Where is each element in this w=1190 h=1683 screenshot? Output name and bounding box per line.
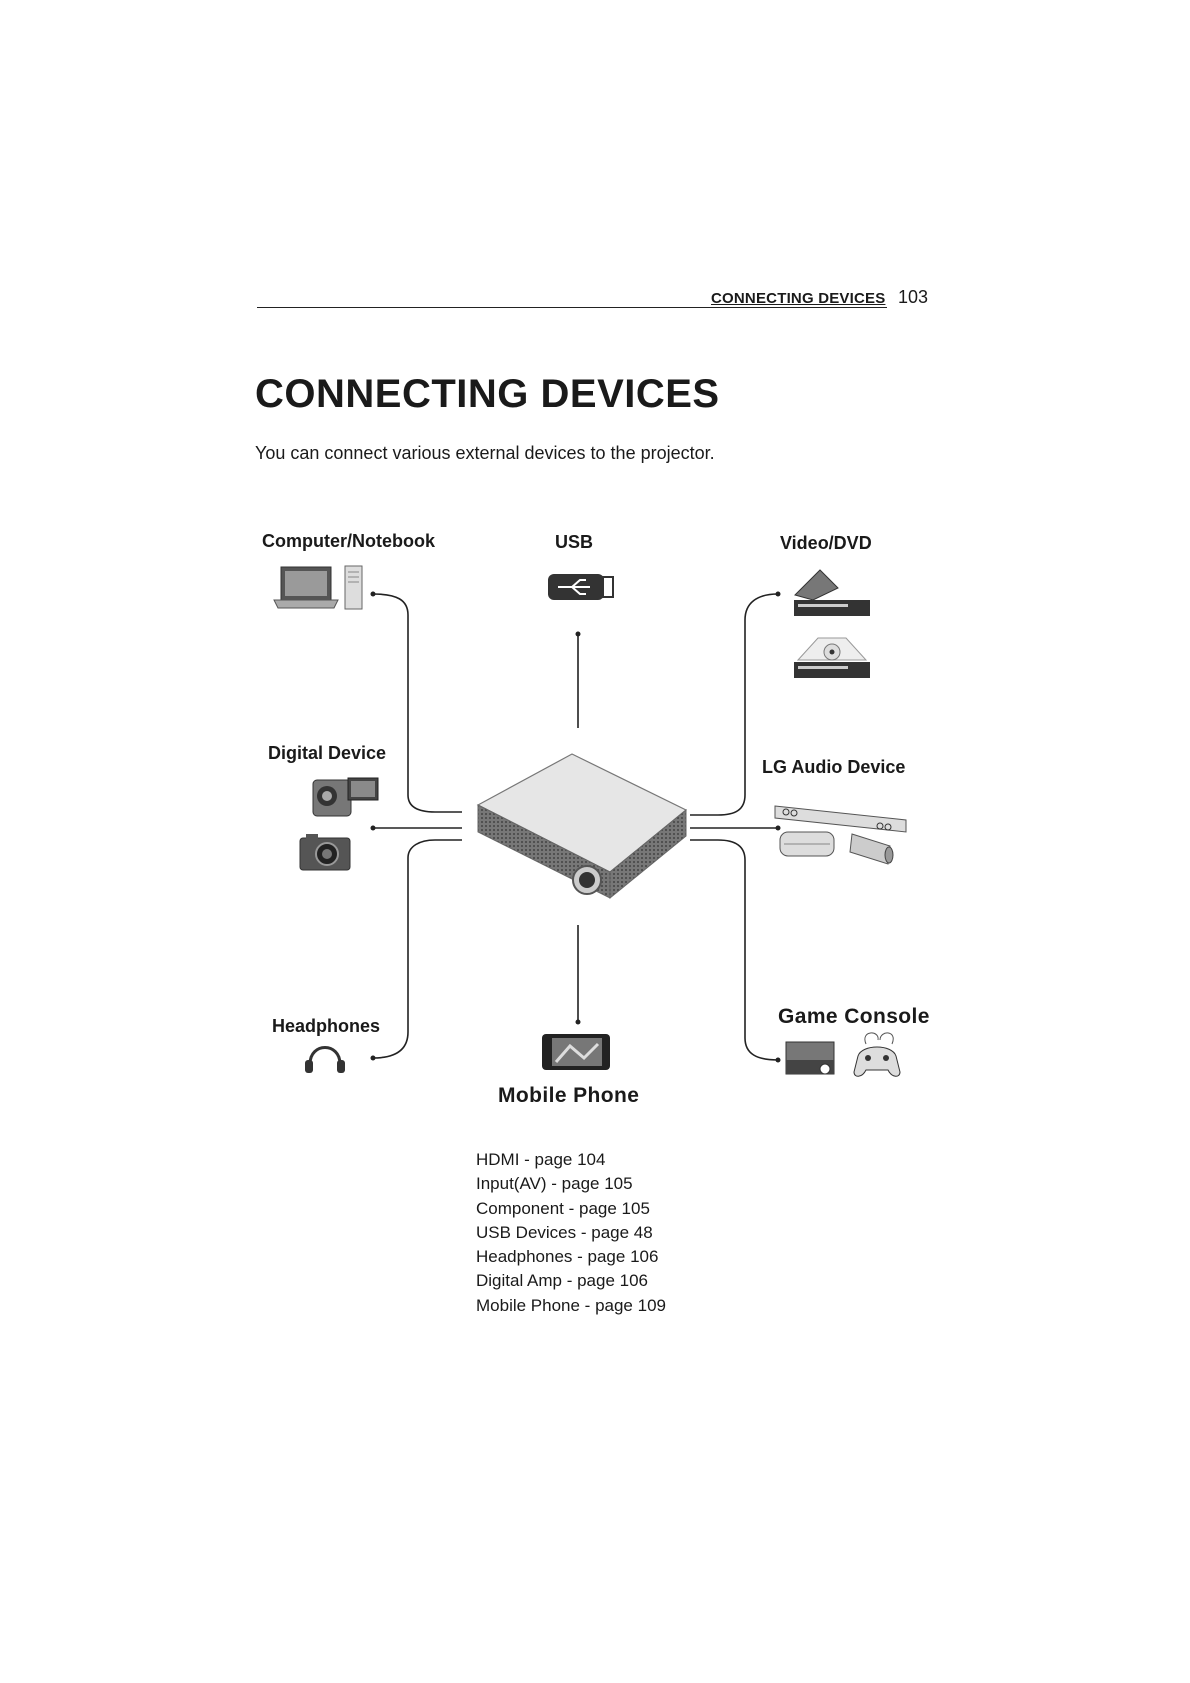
line-video	[690, 593, 779, 816]
page-number: 103	[898, 287, 929, 307]
page-reference-list: HDMI - page 104 Input(AV) - page 105 Com…	[476, 1148, 666, 1318]
speaker-icon	[779, 831, 894, 865]
connector-dots	[370, 591, 781, 1063]
connector-lines	[372, 593, 779, 1061]
line-game	[690, 839, 779, 1061]
desktop-tower-icon	[344, 565, 363, 610]
running-header: CONNECTING DEVICES	[711, 290, 886, 307]
camera-icon	[299, 834, 351, 871]
reference-item: HDMI - page 104	[476, 1150, 606, 1169]
intro-text: You can connect various external devices…	[255, 443, 715, 463]
page-title: CONNECTING DEVICES	[255, 372, 720, 416]
line-headphones	[372, 839, 462, 1059]
line-computer	[372, 593, 462, 813]
reference-item: Mobile Phone - page 109	[476, 1295, 666, 1315]
label-game-console: Game Console	[778, 1005, 930, 1028]
headphones-icon	[305, 1046, 345, 1073]
label-video-dvd: Video/DVD	[780, 533, 872, 553]
game-console-icon	[785, 1041, 835, 1075]
gamepad-icon	[853, 1032, 901, 1077]
label-headphones: Headphones	[272, 1016, 381, 1036]
laptop-icon	[273, 566, 339, 609]
label-digital-device: Digital Device	[268, 743, 387, 763]
label-computer-notebook: Computer/Notebook	[262, 531, 435, 551]
reference-item: Digital Amp - page 106	[476, 1271, 648, 1291]
projector-icon	[476, 753, 688, 900]
label-usb: USB	[555, 532, 594, 552]
usb-stick-icon	[548, 574, 614, 600]
reference-item: USB Devices - page 48	[476, 1222, 653, 1242]
disc-player-icon	[794, 637, 870, 678]
reference-item: Headphones - page 106	[476, 1247, 659, 1267]
mobile-phone-icon	[542, 1034, 610, 1070]
dvd-player-icon	[794, 569, 870, 616]
soundbar-icon	[774, 805, 907, 833]
reference-item: Input(AV) - page 105	[476, 1174, 633, 1194]
label-mobile-phone: Mobile Phone	[498, 1084, 640, 1107]
camcorder-icon	[312, 777, 379, 817]
reference-item: Component - page 105	[476, 1198, 650, 1218]
header-rule	[257, 307, 887, 308]
label-lg-audio-device: LG Audio Device	[762, 757, 906, 777]
